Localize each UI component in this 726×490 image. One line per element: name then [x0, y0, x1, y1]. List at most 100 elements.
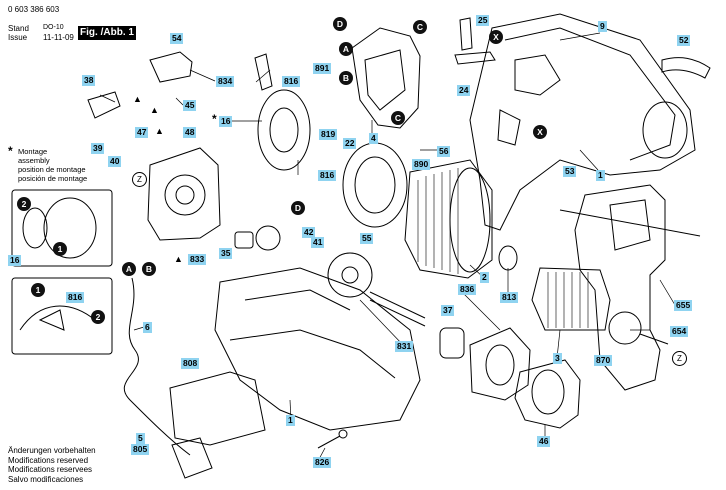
part-label-22: 22: [343, 138, 357, 149]
callout-x-top: X: [489, 30, 503, 44]
part-label-3: 3: [553, 353, 562, 364]
footer-line: Änderungen vorbehalten: [8, 446, 96, 455]
callout-1-inset: 1: [53, 242, 67, 256]
housing-shell: [469, 13, 696, 231]
power-cable: [123, 277, 191, 456]
note-line-3: position de montage: [18, 165, 86, 174]
part-label-46: 46: [537, 436, 551, 447]
part-label-808: 808: [181, 358, 200, 369]
part-label-654: 654: [670, 326, 689, 337]
rear-handle: [574, 184, 666, 391]
main-housing: [214, 267, 421, 431]
part-label-9: 9: [598, 21, 607, 32]
gear-831: [327, 252, 373, 298]
part-label-41: 41: [311, 237, 325, 248]
part-label-47: 47: [135, 127, 149, 138]
armature: [531, 267, 611, 331]
part-label-16-top: 16: [219, 116, 233, 127]
callout-d-mid: D: [291, 201, 305, 215]
callout-a-top: A: [339, 42, 353, 56]
part-label-816-top: 816: [282, 76, 301, 87]
part-label-891: 891: [313, 63, 332, 74]
part-label-37: 37: [441, 305, 455, 316]
field-stator: [404, 159, 493, 279]
issue-date: 11-11-09: [43, 33, 74, 42]
part-label-1-lower: 1: [286, 415, 295, 426]
part-label-2: 2: [480, 272, 489, 283]
part-label-53: 53: [563, 166, 577, 177]
note-line-2: assembly: [18, 156, 50, 165]
part-label-819: 819: [319, 129, 338, 140]
bearing-813: [498, 245, 518, 271]
part-label-56: 56: [437, 146, 451, 157]
part-label-42: 42: [302, 227, 316, 238]
part-label-45: 45: [183, 100, 197, 111]
switch-assembly: [351, 27, 421, 129]
part-label-40: 40: [108, 156, 122, 167]
callout-2-inset: 2: [17, 197, 31, 211]
footer-notes: Änderungen vorbehalten Modifications res…: [8, 446, 96, 484]
callout-z-right: Z: [672, 351, 687, 366]
figure-label: Fig. /Abb. 1: [78, 26, 136, 40]
footer-line: Modifications reservees: [8, 465, 93, 474]
part-label-890: 890: [412, 159, 431, 170]
part-label-25: 25: [476, 15, 490, 26]
part-label-55: 55: [360, 233, 374, 244]
callout-x-mid: X: [533, 125, 547, 139]
triangle-marker-47: ▲: [155, 126, 164, 136]
cap-54: [149, 51, 193, 83]
chuck-46: [514, 359, 581, 429]
part-label-35: 35: [219, 248, 233, 259]
part-label-38: 38: [82, 75, 96, 86]
inset-brush-mounting: [11, 277, 113, 355]
brush-holder: [342, 142, 408, 228]
callout-2-lower-inset: 2: [91, 310, 105, 324]
part-label-52: 52: [677, 35, 691, 46]
callout-a-cable: A: [122, 262, 136, 276]
stand-code: DO-10: [43, 24, 64, 31]
mains-plug: [171, 437, 213, 479]
part-label-826: 826: [313, 457, 332, 468]
footer-line: Modifications reserved: [8, 455, 89, 465]
stand-label: Stand: [8, 24, 29, 33]
triangle-marker-833: ▲: [174, 254, 183, 264]
footer-line: Salvo modificaciones: [8, 474, 84, 484]
callout-b-top: B: [339, 71, 353, 85]
callout-b-cable: B: [142, 262, 156, 276]
part-label-39: 39: [91, 143, 105, 154]
part-label-655: 655: [674, 300, 693, 311]
part-label-6: 6: [143, 322, 152, 333]
sleeve-37: [439, 327, 465, 359]
part-label-834: 834: [216, 76, 235, 87]
callout-d-top: D: [333, 17, 347, 31]
note-star: *: [8, 144, 13, 158]
part-label-805: 805: [131, 444, 150, 455]
part-label-813: 813: [500, 292, 519, 303]
cover-808: [169, 371, 266, 446]
triangle-marker-top: ▲: [133, 94, 142, 104]
part-label-48: 48: [183, 127, 197, 138]
part-label-5: 5: [136, 433, 145, 444]
part-label-816-inset: 816: [66, 292, 85, 303]
part-label-16-inset: 16: [8, 255, 22, 266]
part-label-870: 870: [594, 355, 613, 366]
part-label-833: 833: [188, 254, 207, 265]
part-label-816-mid: 816: [318, 170, 337, 181]
brush-plate: [257, 89, 311, 171]
callout-z-left: Z: [132, 172, 147, 187]
part-label-831: 831: [395, 341, 414, 352]
fan-35: [255, 225, 281, 251]
document-number: 0 603 386 603: [8, 5, 60, 14]
triangle-marker-mid: ▲: [150, 105, 159, 115]
part-label-1-upper: 1: [596, 170, 605, 181]
callout-c-top: C: [413, 20, 427, 34]
inset-brush-holder: [11, 189, 113, 267]
part-label-4: 4: [369, 133, 378, 144]
part-label-24: 24: [457, 85, 471, 96]
callout-1-lower-inset: 1: [31, 283, 45, 297]
note-line-4: posición de montage: [18, 174, 88, 183]
note-line-1: Montage: [18, 147, 48, 156]
part-label-54: 54: [170, 33, 184, 44]
